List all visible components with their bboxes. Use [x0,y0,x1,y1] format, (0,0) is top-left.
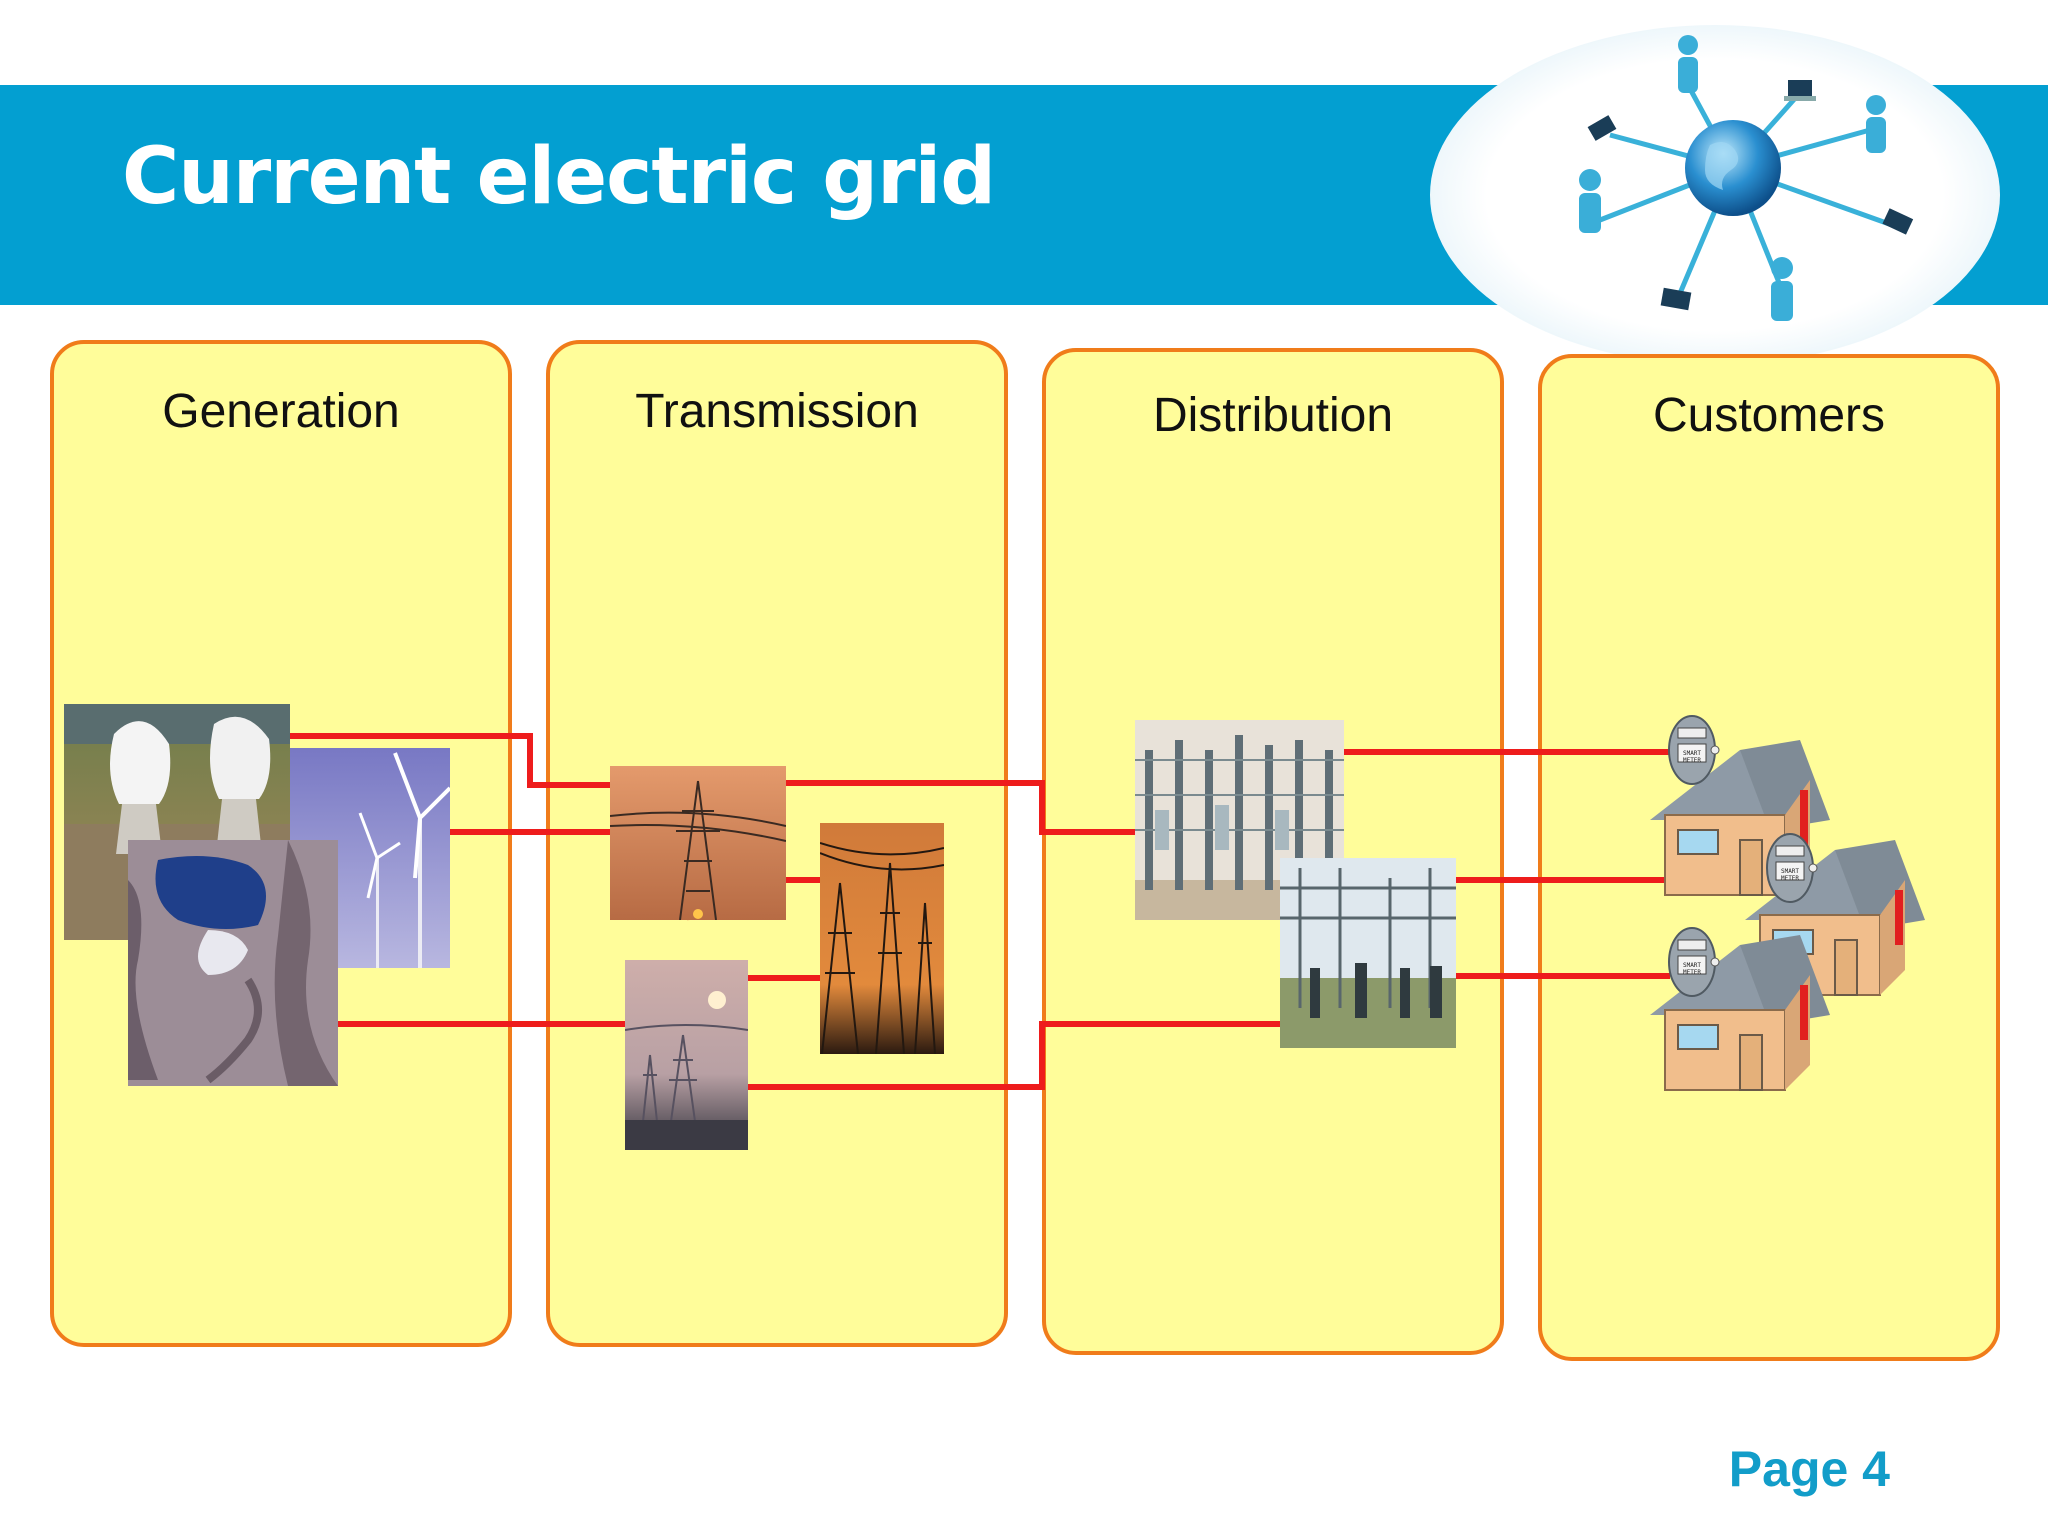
meter-label: SMART [1683,962,1701,969]
transmission-tower-sunset-photo [609,766,787,921]
panel-title-transmission: Transmission [635,385,919,438]
wire-tower-to-substation [786,780,1135,835]
laptop-icons [1587,80,1914,311]
substation-photo-2 [1280,858,1456,1048]
meter-label: SMART [1781,868,1799,875]
panel-title-distribution: Distribution [1152,389,1394,442]
hydro-dam-photo [128,840,338,1086]
customer-houses: SMART METER SMART METER SMART METER [1649,715,1926,1091]
slide-title: Current electric grid [122,132,996,222]
meter-label: METER [1683,757,1701,764]
panel-title-customers: Customers [1652,389,1886,442]
meter-label: METER [1781,875,1799,882]
page-number: Page 4 [1728,1441,1890,1497]
person-icons [1579,35,1886,321]
panel-title-generation: Generation [162,385,400,438]
transmission-towers-dusk-photo [819,823,945,1055]
meter-label: SMART [1683,750,1701,757]
network-globe-logo [1430,20,2000,365]
transmission-lines-haze-photo [624,960,749,1151]
wire-nuclear-to-tower [290,733,610,788]
meter-label: METER [1683,969,1701,976]
wire-tower-to-substation-2 [748,1021,1280,1090]
